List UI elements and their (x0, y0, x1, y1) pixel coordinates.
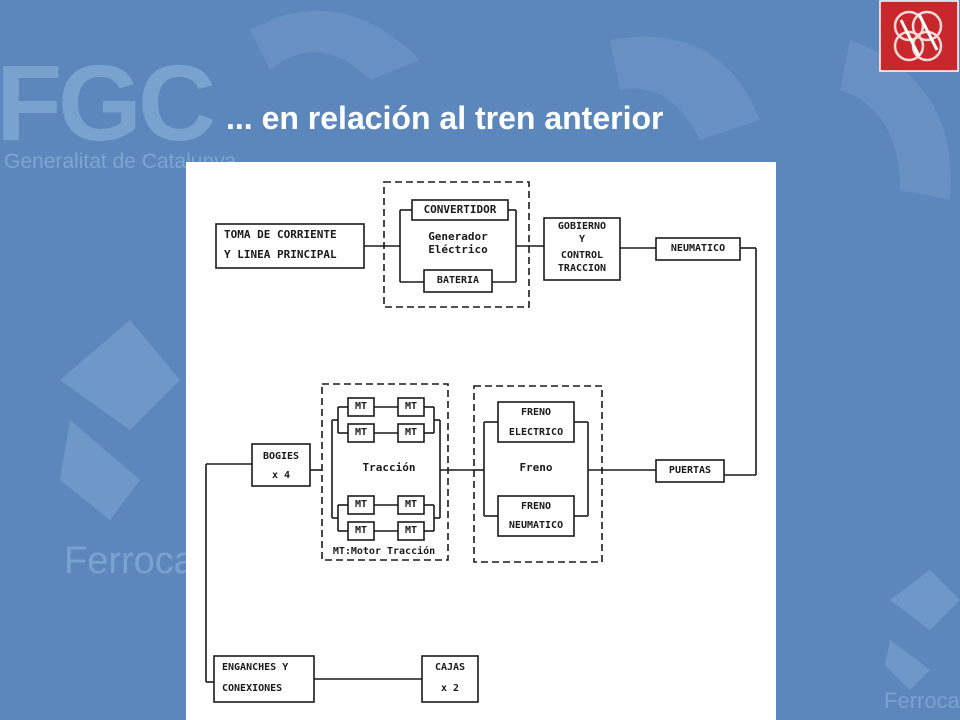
freno-neumatico-label-1: FRENO (520, 501, 552, 512)
enganches-label-1: ENGANCHES Y (222, 662, 289, 673)
bogies-label-1: BOGIES (262, 451, 300, 462)
cajas-label-2: x 2 (440, 683, 460, 694)
enganches-label-2: CONEXIONES (222, 683, 283, 694)
mt-label: MT (404, 401, 418, 412)
watermark-word-left: Ferroca (64, 540, 195, 582)
freno-electrico-label-2: ELECTRICO (508, 427, 564, 438)
watermark-brand: FGC (0, 42, 216, 163)
block-diagram (205, 181, 757, 703)
mt-label: MT (404, 499, 418, 510)
mt-label: MT (354, 499, 368, 510)
mt-label: MT (404, 525, 418, 536)
bogies-label-2: x 4 (271, 470, 291, 481)
gobierno-label-2: Y (578, 234, 586, 245)
gobierno-label-4: TRACCION (557, 263, 607, 274)
slide-title: ... en relación al tren anterior (226, 100, 664, 136)
mt-label: MT (354, 401, 368, 412)
freno-electrico-label-1: FRENO (520, 407, 552, 418)
bateria-label: BATERIA (436, 275, 480, 286)
gobierno-label-1: GOBIERNO (557, 221, 607, 232)
gobierno-label-3: CONTROL (560, 250, 604, 261)
convertidor-label: CONVERTIDOR (423, 203, 497, 216)
neumatico-label: NEUMATICO (670, 243, 726, 254)
cajas-label-1: CAJAS (434, 662, 466, 673)
generador-label-2: Eléctrico (428, 243, 488, 256)
puertas-label: PUERTAS (668, 465, 712, 476)
mt-label: MT (354, 427, 368, 438)
mt-label: MT (354, 525, 368, 536)
mt-legend: MT:Motor Tracción (332, 546, 436, 557)
watermark-subtitle: Generalitat de Catalunya (4, 150, 237, 173)
watermark-word-right: Ferroca (884, 688, 960, 713)
freno-neumatico-label-2: NEUMATICO (508, 520, 564, 531)
toma-label-2: Y LINEA PRINCIPAL (224, 248, 337, 261)
mt-label: MT (404, 427, 418, 438)
ferrocarril-logo-icon (879, 0, 959, 72)
toma-label-1: TOMA DE CORRIENTE (224, 228, 337, 241)
traccion-label: Tracción (362, 461, 416, 474)
diagram-paper: TOMA DE CORRIENTE Y LINEA PRINCIPAL CONV… (186, 162, 776, 720)
freno-label: Freno (519, 461, 553, 474)
generador-label-1: Generador (428, 230, 488, 243)
